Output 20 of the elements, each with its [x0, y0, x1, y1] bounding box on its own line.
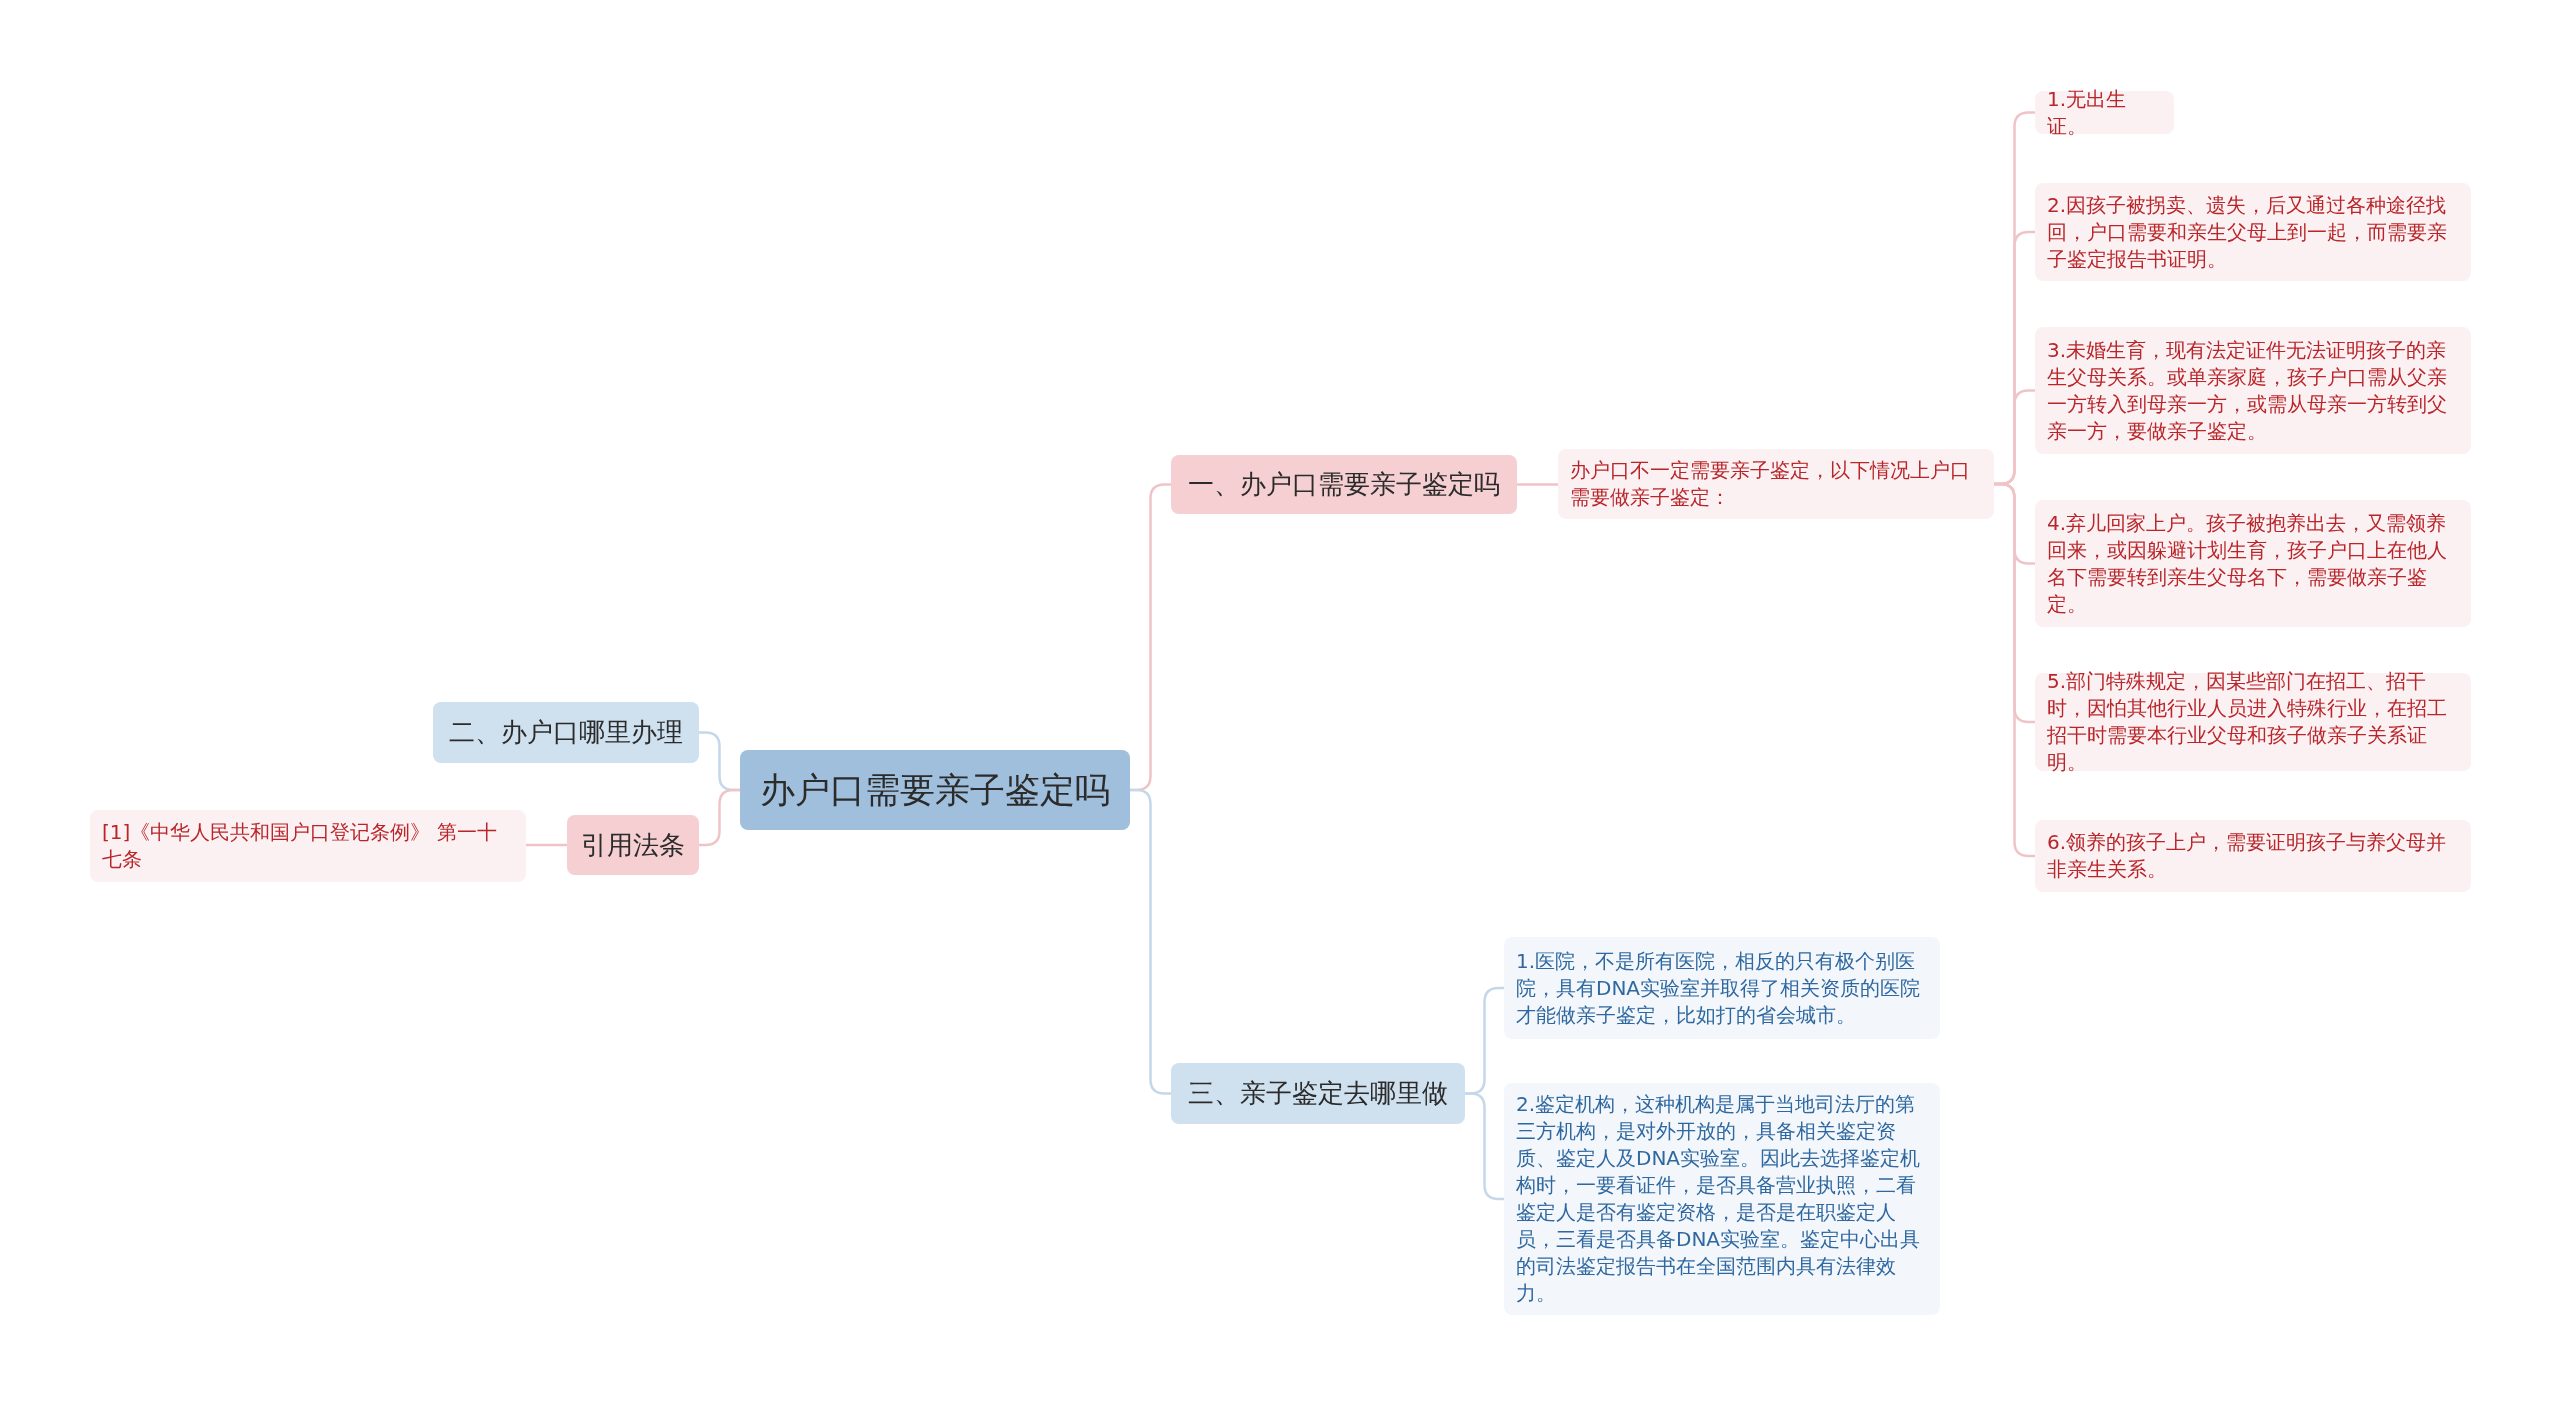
note-box: 办户口不一定需要亲子鉴定，以下情况上户口需要做亲子鉴定： — [1558, 449, 1994, 519]
topic-box: 一、办户口需要亲子鉴定吗 — [1171, 455, 1517, 514]
note-box: 1.医院，不是所有医院，相反的只有极个别医院，具有DNA实验室并取得了相关资质的医院才能做亲子鉴定，比如打的省会城市。 — [1504, 937, 1940, 1039]
note-box: 2.因孩子被拐卖、遗失，后又通过各种途径找回，户口需要和亲生父母上到一起，而需要亲子鉴定报告书证明。 — [2035, 183, 2471, 281]
note-box: [1]《中华人民共和国户口登记条例》 第一十七条 — [90, 810, 526, 882]
connector-line — [526, 843, 567, 847]
note-box: 4.弃儿回家上户。孩子被抱养出去，又需领养回来，或因躲避计划生育，孩子户口上在他人名下需要转到亲生父母名下，需要做亲子鉴定。 — [2035, 500, 2471, 627]
connector-line — [1517, 483, 1558, 486]
connector-line — [1994, 482, 2035, 858]
note-box: 2.鉴定机构，这种机构是属于当地司法厅的第三方机构，是对外开放的，具备相关鉴定资质、鉴定人及DNA实验室。因此去选择鉴定机构时，一要看证件，是否具备营业执照，二看鉴定人是否有鉴定资格，是否是在职鉴定人员，三看是否具备DNA实验室。鉴定中心出具的司法鉴定报告书在全国范围内具有法律效力。 — [1504, 1083, 1940, 1315]
connector-line — [1130, 788, 1171, 1095]
central-topic-box: 办户口需要亲子鉴定吗 — [740, 750, 1130, 830]
note-box: 3.未婚生育，现有法定证件无法证明孩子的亲生父母关系。或单亲家庭，孩子户口需从父亲一方转入到母亲一方，或需从母亲一方转到父亲一方，要做亲子鉴定。 — [2035, 327, 2471, 454]
note-box: 5.部门特殊规定，因某些部门在招工、招干时，因怕其他行业人员进入特殊行业，在招工招干时需要本行业父母和孩子做亲子关系证明。 — [2035, 673, 2471, 771]
topic-box: 二、办户口哪里办理 — [433, 702, 699, 763]
connector-line — [699, 788, 740, 847]
note-box: 1.无出生证。 — [2035, 91, 2174, 134]
topic-box: 引用法条 — [567, 815, 699, 875]
topic-box: 三、亲子鉴定去哪里做 — [1171, 1063, 1465, 1124]
note-box: 6.领养的孩子上户，需要证明孩子与养父母并非亲生关系。 — [2035, 820, 2471, 892]
